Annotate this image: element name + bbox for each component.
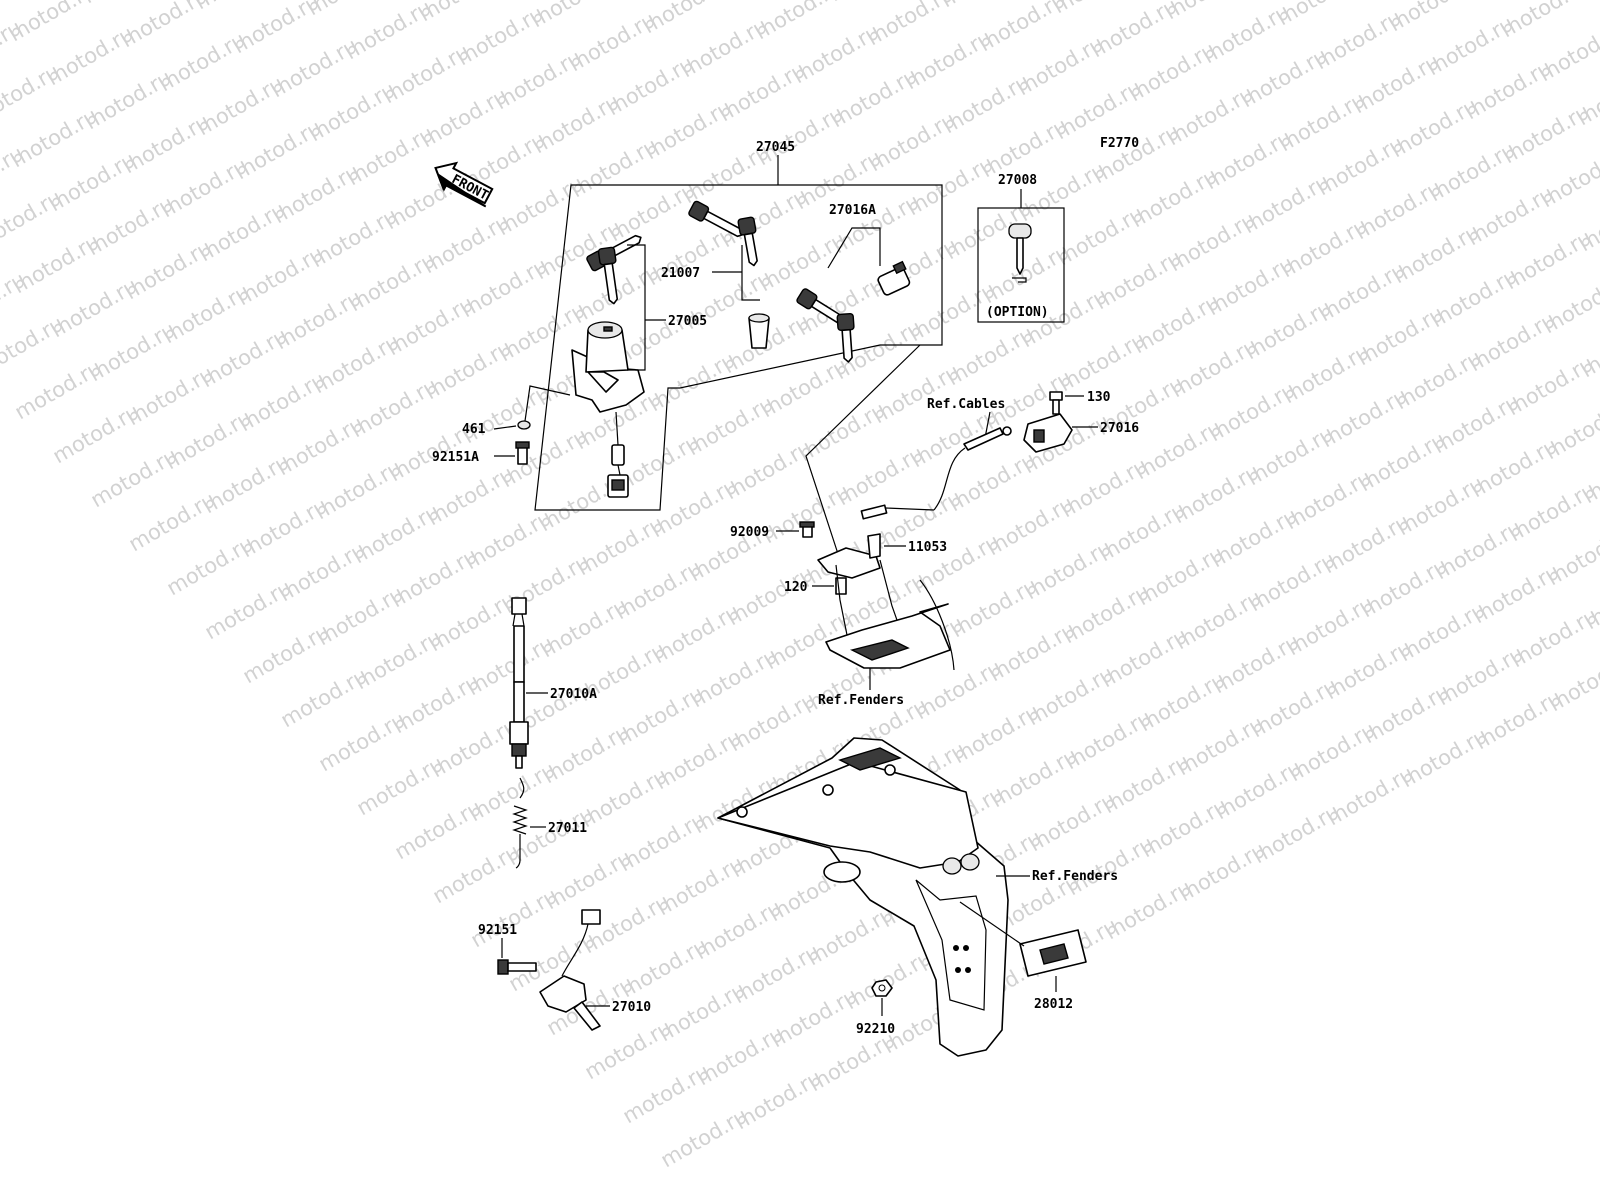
option-box-27008: 27008 (OPTION) — [977, 173, 1065, 323]
watermark-text: motod.ru — [751, 0, 846, 44]
cable-icon — [860, 426, 1012, 520]
label-11053: 11053 — [908, 540, 947, 555]
label-27045: 27045 — [756, 140, 795, 155]
label-92151: 92151 — [478, 923, 517, 938]
label-27016A: 27016A — [829, 203, 876, 218]
label-130: 130 — [1087, 390, 1111, 405]
bolt-icon — [1049, 391, 1063, 415]
watermark-text: motod.ru — [639, 0, 734, 38]
label-92210: 92210 — [856, 1022, 895, 1037]
ignition-switch-icon — [571, 321, 645, 498]
key-icon — [836, 312, 855, 363]
nut-icon — [871, 979, 893, 997]
watermark-text: motod.ru — [1539, 269, 1600, 338]
watermark-text: motod.ru — [303, 0, 398, 20]
key-icon — [688, 200, 744, 238]
label-92009: 92009 — [730, 525, 769, 540]
bolt-icon — [835, 577, 847, 595]
label-461: 461 — [462, 422, 486, 437]
watermark-text: motod.ru — [1535, 17, 1600, 86]
watermark-text: motod.ru — [1273, 0, 1368, 30]
label-27005: 27005 — [668, 314, 707, 329]
key-blank-icon — [1008, 223, 1032, 283]
label-27010: 27010 — [612, 1000, 651, 1015]
rear-fender-upper-icon — [825, 559, 955, 671]
reflector-icon — [1019, 929, 1087, 977]
label-120: 120 — [784, 580, 808, 595]
label-27016: 27016 — [1100, 421, 1139, 436]
watermark-text: motod.ru — [1543, 521, 1600, 590]
brake-switch-icon — [509, 597, 529, 769]
bolt-icon — [497, 959, 537, 975]
label-21007: 21007 — [661, 266, 700, 281]
watermark-text: motod.ru — [415, 0, 510, 26]
watermark-text: motod.ru — [1385, 0, 1480, 36]
label-28012: 28012 — [1034, 997, 1073, 1012]
screw-icon — [799, 521, 815, 538]
ref-cables: Ref.Cables — [927, 397, 1005, 412]
key-icon — [597, 246, 619, 305]
label-27011: 27011 — [548, 821, 587, 836]
watermark-text: motod.ru — [5, 0, 100, 46]
watermark-text: motod.ru — [1537, 143, 1600, 212]
label-27010A: 27010A — [550, 687, 597, 702]
lock-cylinder-icon — [748, 313, 770, 349]
kit-27045-group: 27045 — [534, 140, 943, 511]
rear-fender-lower-icon — [717, 737, 1009, 1057]
watermark-text: motod.ru — [527, 0, 622, 32]
screw-icon — [515, 441, 530, 465]
watermark-text: motod.ru — [117, 0, 212, 52]
option-label: (OPTION) — [986, 305, 1049, 320]
bracket-icon — [817, 533, 881, 579]
key-icon — [796, 288, 846, 325]
spring-icon — [512, 777, 528, 869]
figure-code: F2770 — [1100, 136, 1139, 151]
label-27008: 27008 — [998, 173, 1037, 188]
ref-fenders-lower: Ref.Fenders — [1032, 869, 1118, 884]
watermark-text: motod.ru — [863, 0, 958, 50]
watermark-text: motod.ru — [1161, 0, 1256, 24]
watermark-text: motod.ru — [1497, 0, 1592, 42]
watermark-text: motod.ru — [1545, 647, 1600, 716]
watermark-text: motod.ru — [1541, 395, 1600, 464]
watermark-text: motod.ru — [1571, 0, 1600, 4]
ref-fenders-upper: Ref.Fenders — [818, 693, 904, 708]
seat-lock-bracket-icon — [1023, 413, 1073, 453]
seat-lock-icon — [877, 260, 911, 296]
side-stand-switch-icon — [539, 909, 601, 1031]
key-icon — [737, 216, 758, 267]
washer-icon — [517, 420, 531, 430]
label-92151A: 92151A — [432, 450, 479, 465]
